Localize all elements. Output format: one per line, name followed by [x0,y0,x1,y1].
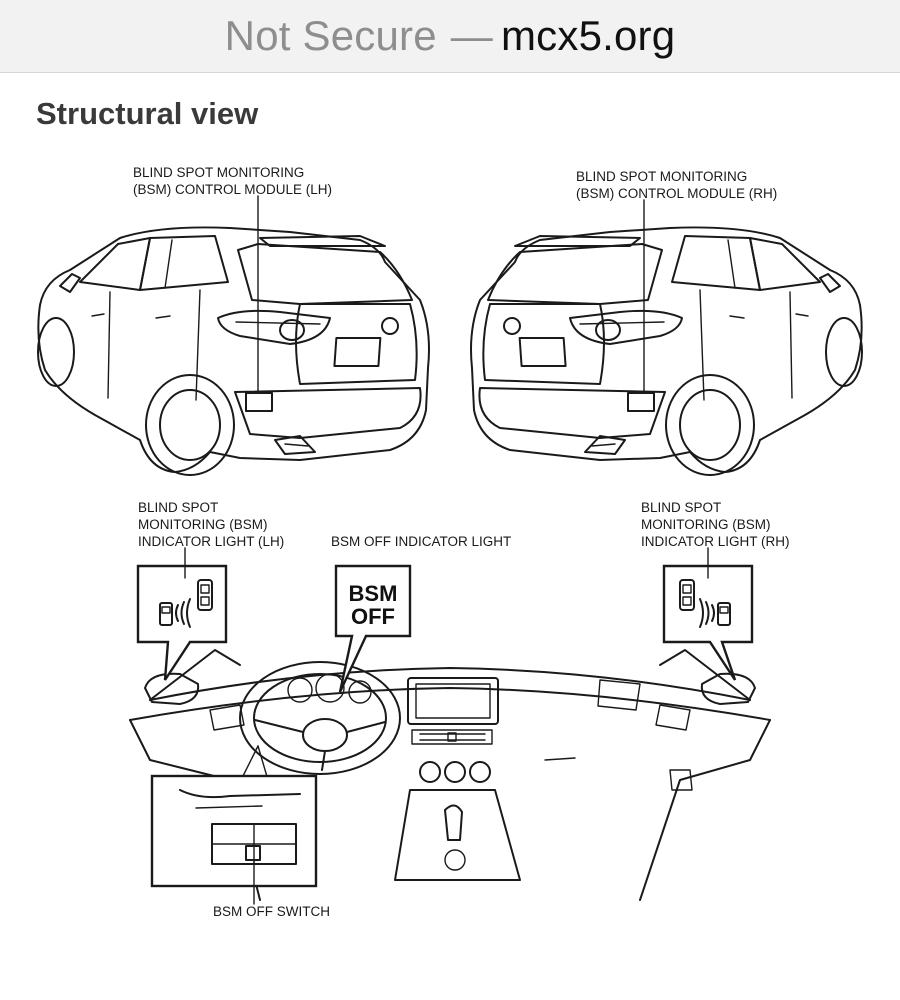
label-indicator-lh: BLIND SPOT MONITORING (BSM) INDICATOR LI… [138,500,284,549]
svg-text:(BSM) CONTROL MODULE (LH): (BSM) CONTROL MODULE (LH) [133,182,332,197]
bsm-off-switch-inset [150,745,318,905]
svg-text:MONITORING (BSM): MONITORING (BSM) [138,517,268,532]
vehicle-rear-left-illustration [37,195,430,476]
bsm-module-rh-marker [627,392,655,412]
bsm-off-switch-icon [245,845,261,861]
label-indicator-rh: BLIND SPOT MONITORING (BSM) INDICATOR LI… [641,500,790,549]
indicator-rh-callout [662,547,754,681]
url-domain[interactable]: mcx5.org [500,12,676,59]
svg-text:INDICATOR LIGHT (RH): INDICATOR LIGHT (RH) [641,534,790,549]
address-bar[interactable]: Not Secure — mcx5.org [0,0,900,73]
bsm-off-indicator-callout: BSM OFF [334,564,412,693]
indicator-lh-callout [136,547,228,681]
url-separator: — [450,12,493,59]
label-module-rh: BLIND SPOT MONITORING (BSM) CONTROL MODU… [576,169,777,201]
dashboard-interior-illustration [129,649,771,901]
label-module-lh: BLIND SPOT MONITORING (BSM) CONTROL MODU… [133,165,332,197]
svg-text:INDICATOR LIGHT (LH): INDICATOR LIGHT (LH) [138,534,284,549]
bsm-off-badge-line1: BSM [349,581,398,606]
svg-text:BLIND SPOT: BLIND SPOT [641,500,721,515]
label-off-indicator: BSM OFF INDICATOR LIGHT [331,534,511,549]
not-secure-label: Not Secure [224,12,437,59]
bsm-off-badge-line2: OFF [351,604,395,629]
svg-text:BLIND SPOT MONITORING: BLIND SPOT MONITORING [576,169,747,184]
bsm-module-lh-marker [245,392,273,412]
svg-text:BLIND SPOT: BLIND SPOT [138,500,218,515]
svg-text:BLIND SPOT MONITORING: BLIND SPOT MONITORING [133,165,304,180]
vehicle-rear-right-illustration [470,199,863,476]
svg-text:(BSM) CONTROL MODULE (RH): (BSM) CONTROL MODULE (RH) [576,186,777,201]
page-title: Structural view [36,96,259,131]
label-off-switch: BSM OFF SWITCH [213,904,330,919]
structural-diagram: BLIND SPOT MONITORING (BSM) CONTROL MODU… [37,165,863,919]
svg-text:MONITORING (BSM): MONITORING (BSM) [641,517,771,532]
